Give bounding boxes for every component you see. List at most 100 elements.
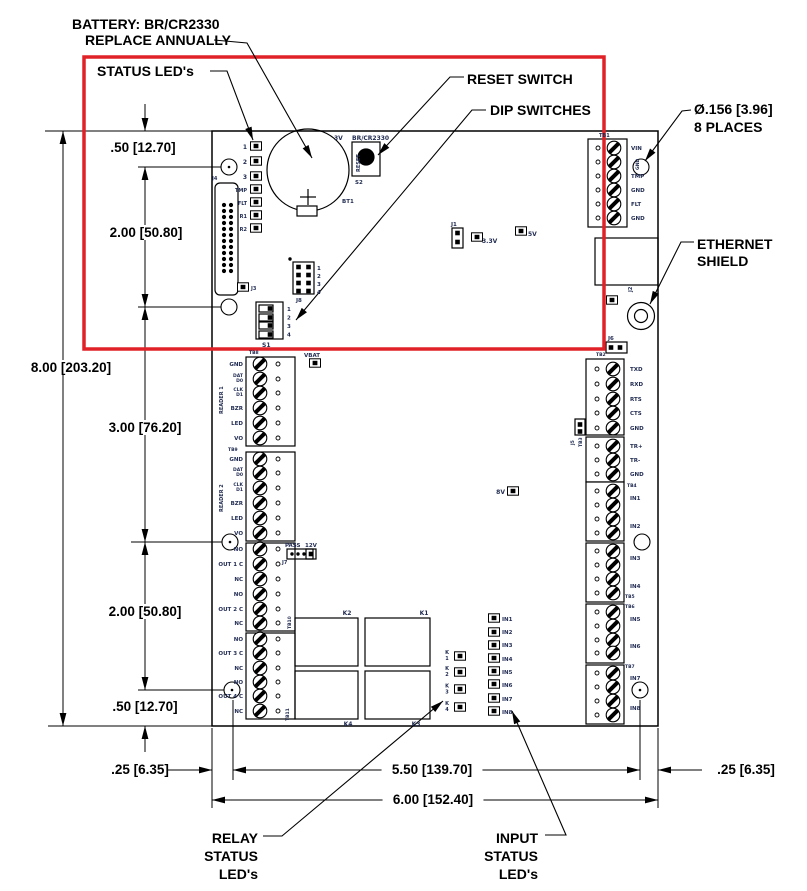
board-label: IN3 bbox=[630, 556, 641, 562]
relay-k2 bbox=[294, 617, 359, 667]
board-label: NO bbox=[234, 592, 244, 598]
board-label: K2 bbox=[343, 610, 352, 617]
hole-center-mark bbox=[230, 688, 234, 692]
board-label: IN2 bbox=[630, 524, 641, 530]
j4-pin bbox=[221, 214, 227, 220]
jumper-pin bbox=[577, 429, 583, 434]
board-label: NO bbox=[234, 680, 244, 686]
dimension-arrowhead bbox=[141, 542, 149, 555]
jumper-pin bbox=[306, 288, 311, 294]
tb2-pin-hole bbox=[594, 366, 600, 372]
jumper-pin bbox=[296, 272, 301, 278]
tb2-screw-slot bbox=[606, 421, 620, 435]
outputs-3-4-terminal-pin-hole bbox=[275, 679, 281, 685]
reader2-terminal-pin-hole bbox=[275, 485, 281, 491]
tb1-pin-hole bbox=[595, 145, 601, 151]
reader1-terminal-screw-slot bbox=[253, 386, 267, 400]
board-label: TB1 bbox=[599, 133, 610, 139]
hole-size-callout: 8 PLACES bbox=[694, 119, 762, 135]
reader2-terminal-pin-hole bbox=[275, 500, 281, 506]
board-label: DAT bbox=[233, 373, 244, 379]
board-label: D1 bbox=[236, 392, 243, 398]
j1-jumper bbox=[451, 227, 464, 249]
jumper-pin bbox=[267, 315, 273, 320]
battery-leader-arrowhead bbox=[302, 145, 312, 158]
board-label: 3 bbox=[445, 690, 449, 696]
mounting-hole bbox=[632, 158, 650, 176]
tb7-pin-hole bbox=[594, 684, 600, 690]
board-label: IN8 bbox=[502, 710, 513, 716]
outputs-1-2-terminal-pin-hole bbox=[275, 620, 281, 626]
led-die bbox=[253, 212, 259, 218]
reader1-terminal-pin-hole bbox=[275, 361, 281, 367]
ethernet-shield-callout: ETHERNET bbox=[697, 236, 773, 252]
reader2-terminal-pin-hole bbox=[275, 515, 281, 521]
board-label: TMP bbox=[235, 188, 247, 194]
board-label: IN4 bbox=[630, 584, 641, 590]
board-label: IN2 bbox=[502, 630, 513, 636]
board-label: TB4 bbox=[627, 483, 637, 489]
led-die bbox=[457, 704, 463, 710]
jumper-pin bbox=[617, 345, 623, 350]
dimension-label: 3.00 [76.20] bbox=[109, 420, 182, 435]
board-label: TB7 bbox=[625, 664, 635, 670]
tb4-pin-hole bbox=[594, 488, 600, 494]
s1-switch-1 bbox=[258, 304, 274, 313]
dimension-label: 2.00 [50.80] bbox=[109, 604, 182, 619]
board-label: NC bbox=[234, 621, 243, 627]
input-status-leds-callout: INPUT bbox=[496, 830, 538, 846]
led-die bbox=[253, 173, 259, 179]
led-die bbox=[518, 228, 524, 234]
board-label: IN1 bbox=[630, 496, 641, 502]
board-label: K1 bbox=[420, 610, 429, 617]
hole-size-leader bbox=[644, 109, 692, 162]
reset-switch-callout: RESET SWITCH bbox=[467, 71, 573, 87]
dimension-arrowhead bbox=[141, 726, 149, 739]
relay-status-leds-callout: STATUS bbox=[204, 848, 258, 864]
tb5-screw-slot bbox=[606, 558, 620, 572]
reader2-terminal-screw-slot bbox=[253, 496, 267, 510]
hole-center-mark bbox=[638, 688, 642, 692]
j7-pin-box bbox=[305, 548, 317, 560]
tb4-screw-slot bbox=[606, 512, 620, 526]
outputs-3-4-terminal-pin-hole bbox=[275, 650, 281, 656]
tb2-screw-slot bbox=[606, 392, 620, 406]
j4-pin bbox=[228, 262, 234, 268]
board-label: J1 bbox=[450, 222, 457, 228]
board-label: 3.3V bbox=[482, 238, 498, 245]
hole-size-callout: Ø.156 [3.96] bbox=[694, 101, 773, 117]
led-die bbox=[474, 234, 480, 240]
dimension-arrowhead bbox=[233, 766, 246, 774]
outputs-3-4-terminal-pin-hole bbox=[275, 708, 281, 714]
board-label: TR- bbox=[630, 458, 640, 464]
board-label: 1 bbox=[287, 307, 291, 313]
board-outline bbox=[211, 130, 659, 727]
dimension-label-mask bbox=[382, 792, 484, 807]
dip-switches-callout: DIP SWITCHES bbox=[490, 102, 591, 118]
dimension-label: .50 [12.70] bbox=[110, 140, 175, 155]
j5-jumper bbox=[574, 418, 586, 436]
dimension-label-mask bbox=[381, 762, 483, 777]
relay-status-leds-callout: RELAY bbox=[212, 830, 259, 846]
jumper-pin bbox=[608, 345, 614, 350]
tb3-pin-hole bbox=[594, 471, 600, 477]
dip-switches-leader bbox=[295, 109, 486, 321]
board-label: NC bbox=[234, 709, 243, 715]
board-label: IN3 bbox=[502, 643, 513, 649]
j8-header bbox=[292, 261, 315, 295]
dimension-label: .50 [12.70] bbox=[112, 699, 177, 714]
board-label: J2 bbox=[628, 286, 634, 293]
tb6-pin-hole bbox=[594, 650, 600, 656]
board-label: RXD bbox=[630, 382, 643, 388]
relay-status-leds-leader bbox=[263, 700, 444, 837]
j4-pin bbox=[228, 214, 234, 220]
board-label: TB3 bbox=[578, 437, 584, 447]
ethernet-shield-inner bbox=[633, 308, 649, 324]
dimension-label-mask bbox=[98, 420, 192, 435]
board-label: CTS bbox=[630, 411, 642, 417]
dimension-label-mask bbox=[20, 360, 122, 375]
j4-pin bbox=[228, 202, 234, 208]
tb4-screw-slot bbox=[606, 526, 620, 540]
